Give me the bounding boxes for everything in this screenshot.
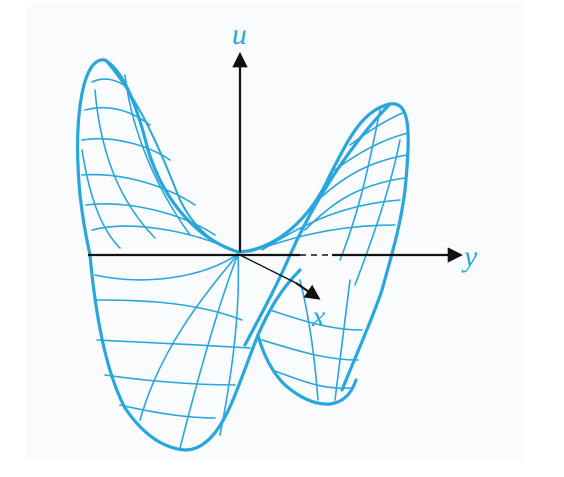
left-upper-grid-line xyxy=(91,78,129,89)
y-axis-label: y xyxy=(461,240,478,273)
left-upper-grid-line xyxy=(94,89,156,239)
front-lower-grid-line xyxy=(119,404,216,419)
back-lower-grid-line xyxy=(261,339,359,361)
back-lower-grid-line xyxy=(269,309,363,331)
left-upper-grid-line xyxy=(91,225,239,253)
x-axis-visible-segment xyxy=(295,282,321,300)
left-upper-grid-line xyxy=(81,173,196,206)
right-upper-grid-line xyxy=(249,224,396,253)
right-upper-grid-line xyxy=(334,132,409,171)
right-upper-grid-line xyxy=(349,111,406,146)
front-lower-loop-outline xyxy=(88,253,302,452)
left-upper-grid-line xyxy=(124,74,191,236)
x-axis-hidden-segment xyxy=(239,254,301,286)
left-upper-lobe-edge xyxy=(104,59,239,253)
left-upper-grid-line xyxy=(85,203,216,236)
left-upper-grid-line xyxy=(81,149,121,249)
front-lower-grid-line xyxy=(179,253,239,449)
left-upper-grid-line xyxy=(81,137,171,161)
x-axis-label: x xyxy=(311,300,326,333)
right-upper-grid-line xyxy=(304,177,406,231)
front-lower-grid-line xyxy=(139,253,239,421)
back-lower-loop-outline xyxy=(256,333,358,406)
u-axis-label: u xyxy=(232,18,247,51)
right-upper-grid-line xyxy=(354,139,401,286)
front-lower-grid-line xyxy=(104,374,236,386)
left-upper-lobe-outline xyxy=(76,58,240,257)
front-lower-grid-line xyxy=(94,253,239,281)
right-upper-lobe-edge xyxy=(243,102,392,347)
right-upper-grid-line xyxy=(339,109,381,261)
coordinate-axes xyxy=(88,51,464,300)
back-lower-grid-line xyxy=(271,369,351,390)
front-lower-grid-line xyxy=(94,299,243,321)
front-lower-grid-line xyxy=(96,339,251,349)
front-lower-grid-line xyxy=(219,253,240,436)
left-upper-grid-line xyxy=(84,106,151,126)
right-upper-grid-line xyxy=(317,154,408,201)
saddle-surface xyxy=(76,58,410,452)
right-upper-grid-line xyxy=(261,199,401,251)
back-lower-grid-line xyxy=(334,279,351,401)
back-lower-grid-line xyxy=(299,279,319,401)
